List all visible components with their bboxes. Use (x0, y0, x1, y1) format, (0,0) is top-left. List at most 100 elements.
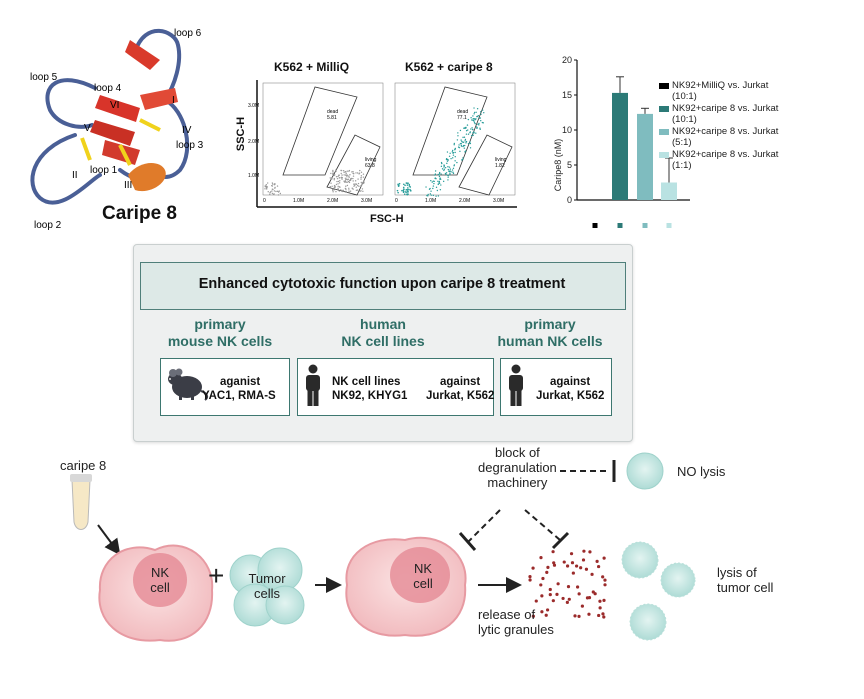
lysed-tumor-cells (621, 541, 696, 641)
x-tick-3: 3.0M (361, 198, 372, 204)
flow-panel-title-1: K562 + MilliQ (274, 60, 350, 74)
living-label-2: living (495, 157, 507, 163)
legend-swatch-1 (659, 106, 669, 112)
scatter-dots-caripe (396, 107, 485, 197)
person-icon (306, 364, 320, 406)
y-tick-2: 2.0M (248, 139, 259, 145)
living-gate-1 (326, 134, 381, 196)
svg-text:loop 4: loop 4 (94, 83, 122, 94)
flow-panel-title-2: K562 + caripe 8 (405, 60, 493, 74)
person-icon (509, 364, 523, 406)
living-gate-2 (458, 134, 513, 196)
mechanism-illustration: + (70, 452, 696, 642)
tube-icon (70, 474, 92, 530)
box-cell-lines (297, 358, 494, 416)
mouse-target-label: aganist (220, 376, 261, 388)
mouse-target-lines: YAC1, RMA-S (202, 390, 276, 402)
x-tick-2b: 2.0M (459, 198, 470, 204)
category-marker-0 (592, 223, 598, 228)
dead-label-2: dead (457, 109, 468, 115)
y-tick-3: 3.0M (248, 103, 259, 109)
panel-title: Enhanced cytotoxic function upon caripe … (198, 276, 566, 292)
legend-entry-0: NK92+MilliQ vs. Jurkat(10:1) (672, 80, 769, 102)
legend-swatch-3 (659, 152, 669, 158)
cell-lines-targets: Jurkat, K562 (426, 390, 495, 402)
category-marker-2 (642, 223, 648, 228)
svg-text:III: III (124, 180, 132, 191)
legend-entry-3: NK92+caripe 8 vs. Jurkat(1:1) (672, 149, 779, 171)
mouse-icon (168, 368, 209, 401)
bar-3 (661, 182, 677, 200)
legend-swatch-0 (659, 83, 669, 89)
caripe8-structure-diagram: loop 6 loop 5 loop 4 loop 3 loop 2 loop … (30, 28, 204, 231)
svg-text:loop 1: loop 1 (90, 165, 118, 176)
living-value-1: 63.8 (365, 163, 375, 169)
x-tick-3b: 3.0M (493, 198, 504, 204)
svg-text:loop 2: loop 2 (34, 220, 62, 231)
x-tick-0b: 0 (395, 198, 398, 204)
living-value-2: 1.82 (495, 163, 505, 169)
human-targets: Jurkat, K562 (536, 390, 605, 402)
no-lysis-label: NO lysis (677, 464, 726, 479)
plus-sign: + (208, 560, 224, 591)
dead-gate-2 (412, 86, 488, 176)
bar-1 (612, 92, 628, 200)
bar-y-tick: 20 (562, 55, 572, 65)
caripe-label: caripe 8 (60, 458, 107, 473)
dead-label-1: dead (327, 109, 338, 115)
flow-x-label: FSC-H (370, 213, 404, 225)
x-tick-1b: 1.0M (425, 198, 436, 204)
x-tick-0: 0 (263, 198, 266, 204)
cell-lines-names: NK92, KHYG1 (332, 390, 408, 402)
human-against: against (550, 376, 591, 388)
y-tick-1: 1.0M (248, 173, 259, 179)
nk-cell-1 (98, 544, 214, 642)
svg-text:VI: VI (110, 100, 119, 111)
panel-header (140, 262, 626, 310)
svg-text:loop 6: loop 6 (174, 28, 202, 39)
svg-text:I: I (172, 95, 175, 106)
legend-entry-2: NK92+caripe 8 vs. Jurkat(5:1) (672, 126, 779, 148)
dead-value-2: 77.1 (457, 115, 467, 121)
protein-title: Caripe 8 (102, 203, 177, 224)
cell-lines-against: against (440, 376, 481, 388)
category-marker-3 (666, 223, 672, 228)
dead-gate-1 (282, 86, 358, 176)
svg-text:II: II (72, 170, 78, 181)
svg-text:IV: IV (182, 125, 192, 136)
bar-y-tick: 5 (567, 160, 572, 170)
nk-cell-2 (345, 536, 467, 637)
lytic-granules (528, 549, 607, 619)
cell-lines-label: NK cell lines (332, 376, 401, 388)
strand-shape (125, 40, 160, 70)
legend-swatch-2 (659, 129, 669, 135)
bar-2 (637, 113, 653, 200)
bar-y-tick: 15 (562, 90, 572, 100)
x-tick-2: 2.0M (327, 198, 338, 204)
bar-y-tick: 0 (567, 195, 572, 205)
legend-entry-1: NK92+caripe 8 vs. Jurkat(10:1) (672, 103, 779, 125)
no-lysis-cell (626, 452, 664, 490)
x-tick-1: 1.0M (293, 198, 304, 204)
svg-text:loop 5: loop 5 (30, 72, 58, 83)
scatter-dots-milliq (264, 169, 365, 196)
svg-text:V: V (84, 123, 91, 134)
bar-y-tick: 10 (562, 125, 572, 135)
category-marker-1 (617, 223, 623, 228)
tumor-cells (229, 547, 305, 627)
flow-cytometry-plots: dead 5.81 living 63.8 dead 77.1 living 1… (248, 80, 517, 208)
living-label-1: living (365, 157, 377, 163)
dead-value-1: 5.81 (327, 115, 337, 121)
bar-y-axis-label: Caripe8 (nM) (553, 139, 563, 192)
svg-text:loop 3: loop 3 (176, 140, 204, 151)
caripe8-bar-chart: 0 5 10 15 20 Caripe8 (nM) (553, 55, 690, 228)
